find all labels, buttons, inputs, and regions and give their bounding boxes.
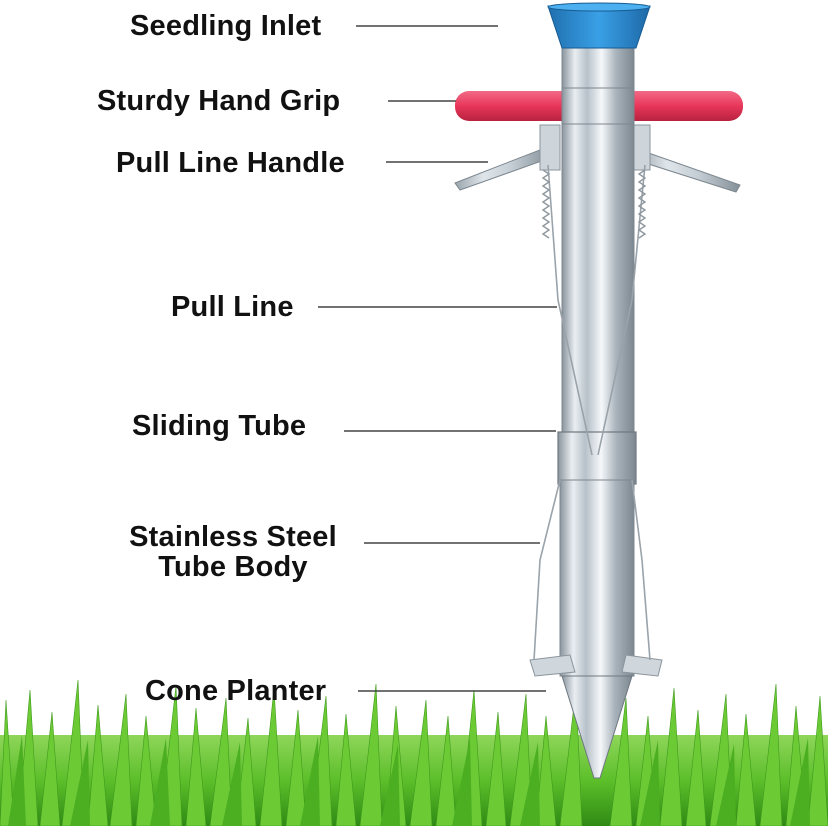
label-seedling-inlet: Seedling Inlet	[130, 10, 322, 42]
label-sliding-tube: Sliding Tube	[132, 410, 307, 442]
label-pull-line-handle: Pull Line Handle	[116, 147, 345, 179]
pull-line-handles	[454, 124, 741, 193]
label-tube-body-line2: Tube Body	[158, 551, 308, 583]
pull-lines	[533, 164, 651, 661]
grass	[0, 679, 828, 826]
label-cone-planter: Cone Planter	[145, 675, 327, 707]
label-pull-line: Pull Line	[171, 291, 294, 323]
label-sturdy-hand-grip: Sturdy Hand Grip	[97, 85, 341, 117]
seedling-inlet-cap	[547, 5, 651, 49]
label-tube-body: Stainless Steel Tube Body	[110, 522, 356, 582]
cone-planter	[561, 675, 633, 779]
tube-body	[559, 479, 635, 677]
sliding-tube	[557, 431, 637, 485]
label-tube-body-line1: Stainless Steel	[129, 521, 337, 553]
leader-lines	[318, 25, 557, 692]
